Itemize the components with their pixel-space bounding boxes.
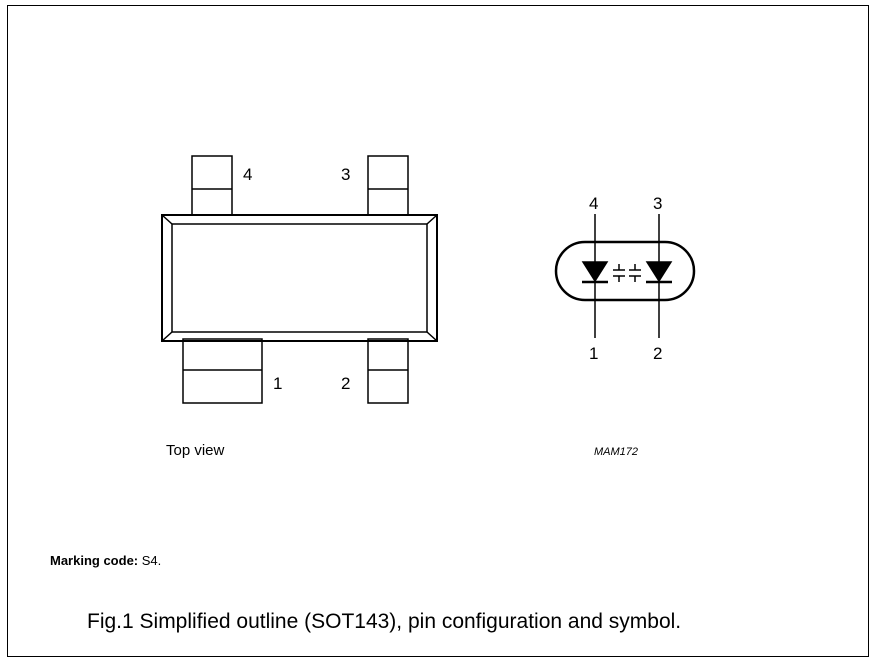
diode-symbol (554, 214, 696, 338)
pin-2-lead (367, 338, 409, 404)
pin-1-lead (182, 338, 263, 404)
symbol-pin-4-label: 4 (589, 194, 598, 213)
outline-pin-3-label: 3 (341, 165, 350, 184)
symbol-pin-2-label: 2 (653, 344, 662, 363)
diode-right-icon (645, 261, 673, 283)
package-body (161, 214, 438, 342)
pin-3-lead (367, 155, 409, 219)
top-view-label: Top view (166, 442, 225, 459)
symbol-enclosure (554, 240, 696, 302)
drawing-code: MAM172 (594, 446, 638, 458)
package-outline (161, 155, 438, 404)
outline-pin-4-label: 4 (243, 165, 252, 184)
outline-pin-1-label: 1 (273, 374, 282, 393)
marking-code: Marking code: S4. (50, 553, 161, 568)
capacitor-right-icon (629, 264, 641, 282)
symbol-pin-1-label: 1 (589, 344, 598, 363)
capacitor-left-icon (613, 264, 625, 282)
pin-4-lead (191, 155, 233, 219)
diode-left-icon (581, 261, 609, 283)
marking-code-value: S4. (141, 553, 162, 568)
symbol-pin-3-label: 3 (653, 194, 662, 213)
marking-code-label: Marking code: (50, 553, 139, 568)
figure-frame (7, 5, 869, 657)
outline-pin-2-label: 2 (341, 374, 350, 393)
figure-caption: Fig.1 Simplified outline (SOT143), pin c… (87, 610, 682, 633)
